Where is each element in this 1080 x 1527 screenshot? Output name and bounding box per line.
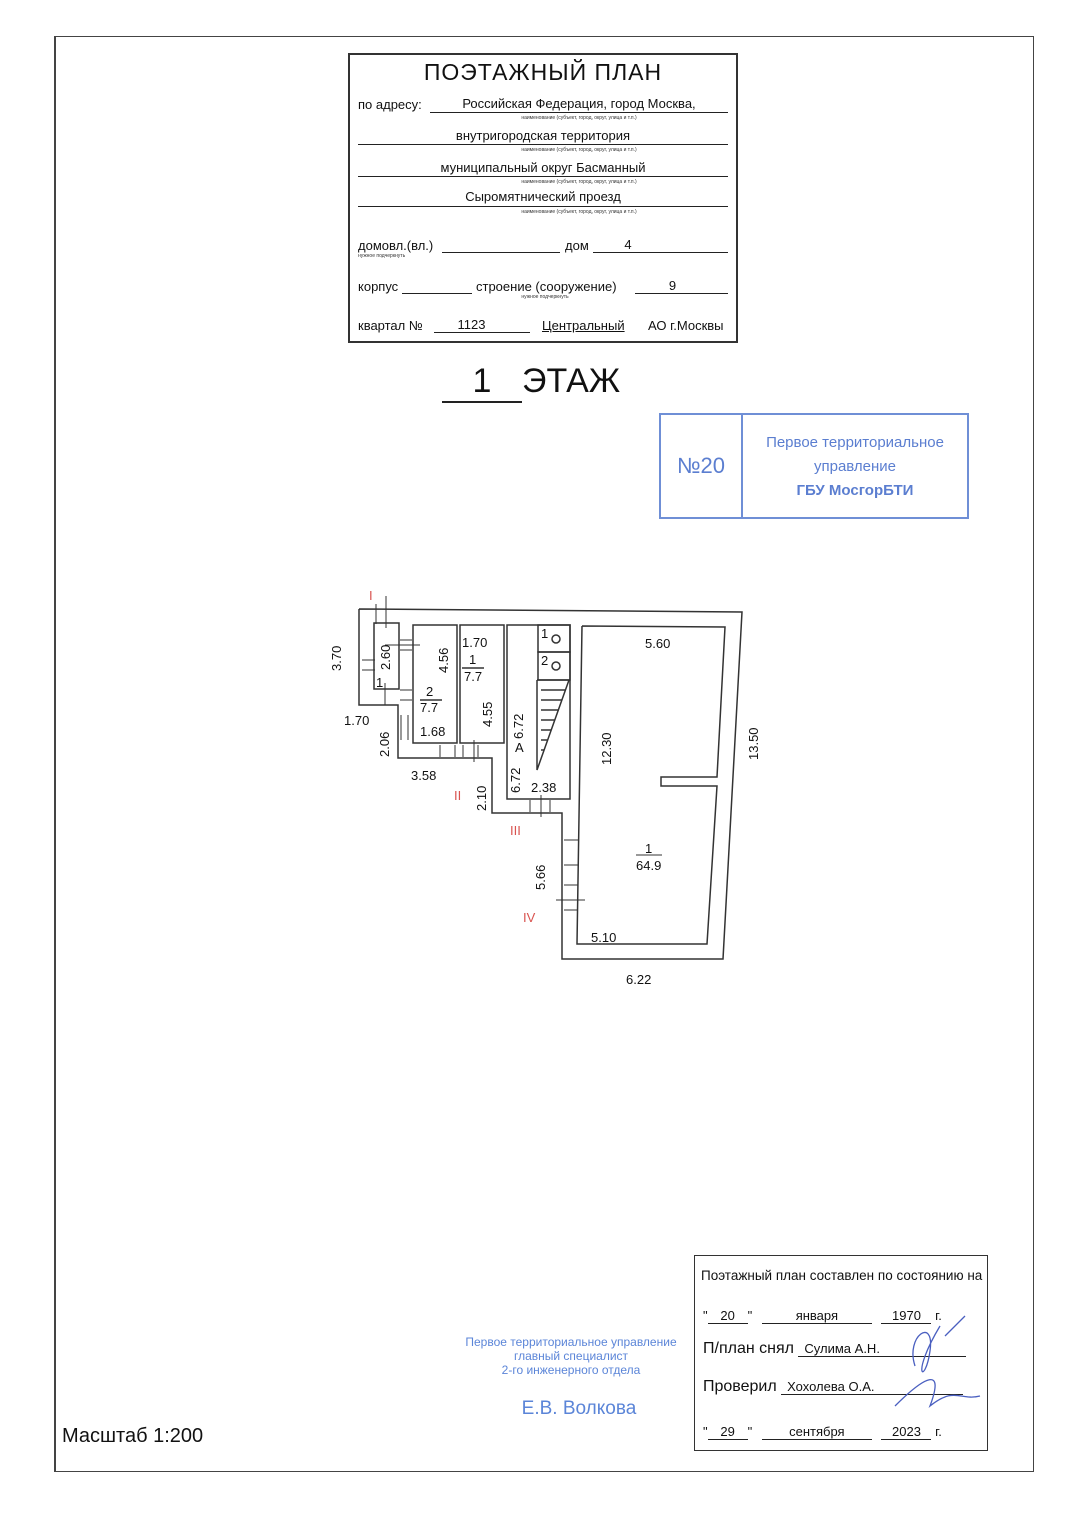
wc-number: 2 (541, 653, 548, 668)
wc-number: 1 (541, 626, 548, 641)
dimension-label: 1.70 (344, 713, 369, 728)
dimension-label: 6.22 (626, 972, 651, 987)
entrance-label: IV (523, 910, 536, 925)
address-line2: внутригородская территория (455, 128, 631, 143)
dimension-label: 5.66 (533, 865, 548, 890)
room-1-small (459, 624, 505, 744)
dimension-label: 13.50 (746, 727, 761, 760)
dimension-label: 3.58 (411, 768, 436, 783)
status-table: Поэтажный план составлен по состоянию на… (694, 1255, 988, 1451)
dimension-label: 12.30 (599, 732, 614, 765)
floor-number: 1 (442, 362, 522, 403)
district-value: Центральный (542, 318, 625, 333)
bti-stamp: №20 Первое территориальное управление ГБ… (659, 413, 969, 519)
dimension-label: 5.60 (645, 636, 670, 651)
room-2 (412, 624, 458, 744)
address-row: по адресу: (358, 97, 728, 112)
checked-by: Хохолева О.А. (781, 1379, 964, 1395)
address-line4: Сыромятнический проезд (465, 189, 621, 204)
dom-value: 4 (624, 237, 632, 252)
stroenie-value: 9 (668, 278, 677, 293)
dimension-label: 2.06 (377, 732, 392, 757)
address-line1: Российская Федерация, город Москва, (462, 96, 696, 111)
room-area: 7.7 (464, 669, 482, 684)
dimension-label: 2.38 (531, 780, 556, 795)
specialist-name: Е.В. Волкова (521, 1398, 637, 1419)
corridor-label: А (515, 740, 524, 755)
dimension-label: 1 (376, 675, 383, 690)
header-block: ПОЭТАЖНЫЙ ПЛАН по адресу: Российская Фед… (348, 53, 738, 343)
address-line3: муниципальный округ Басманный (440, 160, 646, 175)
document-title: ПОЭТАЖНЫЙ ПЛАН (423, 59, 663, 85)
room-area: 7.7 (420, 700, 438, 715)
specialist-signature-block: Первое территориальное управление главны… (465, 1335, 677, 1377)
dimension-label: 3.70 (329, 646, 344, 671)
room-area: 64.9 (636, 858, 661, 873)
dimension-label: 2.60 (378, 645, 393, 670)
address-label: по адресу: (358, 97, 422, 112)
handwritten-signature (894, 1315, 981, 1408)
room-number: 1 (645, 841, 652, 856)
stairs (536, 679, 571, 771)
dimension-label: 6.72 (511, 714, 526, 739)
room-number: 2 (426, 684, 433, 699)
page-frame (54, 36, 1034, 1472)
dimension-label: 4.55 (480, 702, 495, 727)
kvartal-value: 1123 (457, 317, 486, 332)
entrance-label: I (369, 588, 373, 603)
entrance-label: III (510, 823, 521, 838)
dimension-label: 4.56 (436, 648, 451, 673)
taken-by: Сулима А.Н. (798, 1341, 967, 1357)
entrance-label: II (454, 788, 461, 803)
dimension-label: 1.70 (462, 635, 487, 650)
main-room-wall (576, 625, 726, 945)
scale-label: Масштаб 1:200 (62, 1425, 204, 1447)
room-number: 1 (469, 652, 476, 667)
dimension-label: 1.68 (420, 724, 445, 739)
dimension-label: 5.10 (591, 930, 616, 945)
dimension-label: 2.10 (474, 786, 489, 811)
dimension-label: 6.72 (508, 768, 523, 793)
